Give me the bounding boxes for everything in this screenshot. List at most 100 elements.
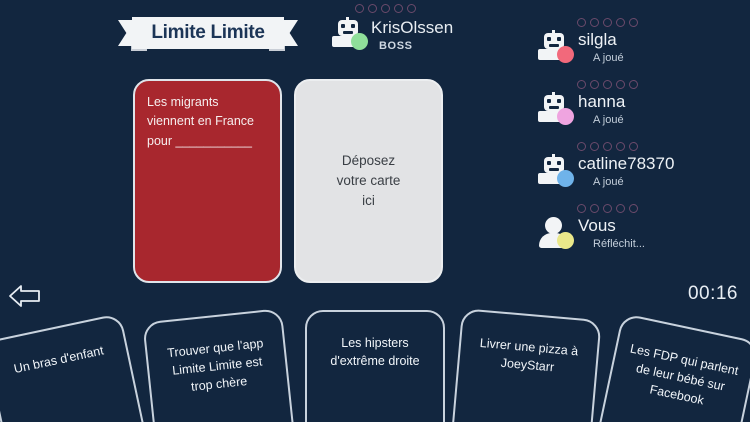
robot-eye-right	[557, 99, 561, 103]
robot-eye-left	[341, 24, 345, 28]
robot-avatar-icon	[331, 17, 368, 50]
player-score-pips	[577, 80, 638, 89]
robot-antenna	[552, 30, 555, 34]
robot-antenna	[552, 92, 555, 96]
score-pip	[407, 4, 416, 13]
hand-card-text: Un bras d'enfant	[12, 343, 105, 377]
score-pip	[616, 18, 625, 27]
robot-mouth	[549, 106, 559, 109]
score-pip	[629, 80, 638, 89]
player-score-pips	[577, 18, 638, 27]
robot-avatar-icon	[537, 154, 574, 187]
player-avatar	[537, 154, 574, 187]
back-arrow-icon[interactable]	[8, 283, 42, 309]
robot-eye-right	[557, 37, 561, 41]
score-pip	[616, 142, 625, 151]
score-pip	[616, 204, 625, 213]
player-status: A joué	[593, 176, 624, 188]
robot-mouth	[549, 44, 559, 47]
score-pip	[603, 204, 612, 213]
person-avatar-icon	[537, 216, 574, 249]
score-pip	[577, 80, 586, 89]
robot-antenna	[552, 154, 555, 158]
player-list-item: silgla A joué	[534, 18, 750, 80]
boss-name: KrisOlssen	[371, 18, 454, 37]
player-avatar	[537, 216, 574, 249]
hand-card-text: Livrer une pizza à JoeyStarr	[479, 335, 579, 375]
card-drop-zone[interactable]: Déposez votre carte ici	[294, 79, 443, 283]
hand-card[interactable]: Les hipsters d'extrême droite	[305, 310, 445, 422]
player-list-item: hanna A joué	[534, 80, 750, 142]
boss-role-badge: BOSS	[379, 40, 413, 52]
player-name: hanna	[578, 92, 626, 111]
hand-card[interactable]: Les FDP qui parlent de leur bébé sur Fac…	[594, 312, 750, 422]
card-drop-zone-text: Déposez votre carte ici	[336, 152, 401, 209]
score-pip	[603, 80, 612, 89]
robot-avatar-icon	[537, 92, 574, 125]
player-status: A joué	[593, 52, 624, 64]
player-avatar	[537, 92, 574, 125]
player-name: Vous	[578, 216, 616, 235]
robot-eye-right	[557, 161, 561, 165]
score-pip	[590, 204, 599, 213]
score-pip	[603, 18, 612, 27]
prompt-card-text: Les migrants viennent en France pour ___…	[147, 95, 255, 148]
score-pip	[577, 18, 586, 27]
robot-head	[544, 157, 564, 173]
player-status-dot	[557, 232, 574, 249]
score-pip	[577, 204, 586, 213]
prompt-card: Les migrants viennent en France pour ___…	[133, 79, 282, 283]
robot-body	[332, 36, 358, 47]
back-arrow-svg	[9, 285, 40, 307]
robot-eye-left	[547, 37, 551, 41]
robot-head	[338, 20, 358, 36]
player-status-dot	[557, 46, 574, 63]
robot-eye-left	[547, 161, 551, 165]
robot-mouth	[549, 168, 559, 171]
player-hand: Un bras d'enfant Trouver que l'app Limite…	[0, 300, 750, 422]
score-pip	[394, 4, 403, 13]
player-status: A joué	[593, 114, 624, 126]
hand-card[interactable]: Un bras d'enfant	[0, 312, 149, 422]
score-pip	[603, 142, 612, 151]
robot-head	[544, 95, 564, 111]
ribbon-body: Limite Limite	[132, 17, 284, 49]
robot-eye-left	[547, 99, 551, 103]
score-pip	[629, 142, 638, 151]
score-pip	[590, 80, 599, 89]
score-pip	[577, 142, 586, 151]
app-logo: Limite Limite	[118, 17, 298, 51]
score-pip	[355, 4, 364, 13]
hand-card[interactable]: Trouver que l'app Limite Limite est trop…	[142, 308, 296, 422]
score-pip	[616, 80, 625, 89]
score-pip	[629, 18, 638, 27]
hand-card-text: Les hipsters d'extrême droite	[330, 336, 420, 369]
boss-score-pips	[355, 4, 416, 13]
boss-avatar	[331, 17, 368, 50]
robot-mouth	[343, 31, 353, 34]
player-name: silgla	[578, 30, 617, 49]
player-score-pips	[577, 142, 638, 151]
hand-card-text: Trouver que l'app Limite Limite est trop…	[166, 336, 265, 395]
player-status: Réfléchit...	[593, 238, 645, 250]
score-pip	[368, 4, 377, 13]
robot-body	[538, 111, 564, 122]
round-timer: 00:16	[687, 283, 738, 304]
person-head	[545, 217, 562, 234]
robot-eye-right	[351, 24, 355, 28]
robot-avatar-icon	[537, 30, 574, 63]
player-status-dot	[557, 108, 574, 125]
hand-card[interactable]: Livrer une pizza à JoeyStarr	[450, 308, 602, 422]
boss-status-dot	[351, 33, 368, 50]
score-pip	[590, 18, 599, 27]
robot-head	[544, 33, 564, 49]
player-avatar	[537, 30, 574, 63]
score-pip	[629, 204, 638, 213]
robot-antenna	[346, 17, 349, 21]
score-pip	[590, 142, 599, 151]
hand-card-text: Les FDP qui parlent de leur bébé sur Fac…	[628, 341, 740, 408]
